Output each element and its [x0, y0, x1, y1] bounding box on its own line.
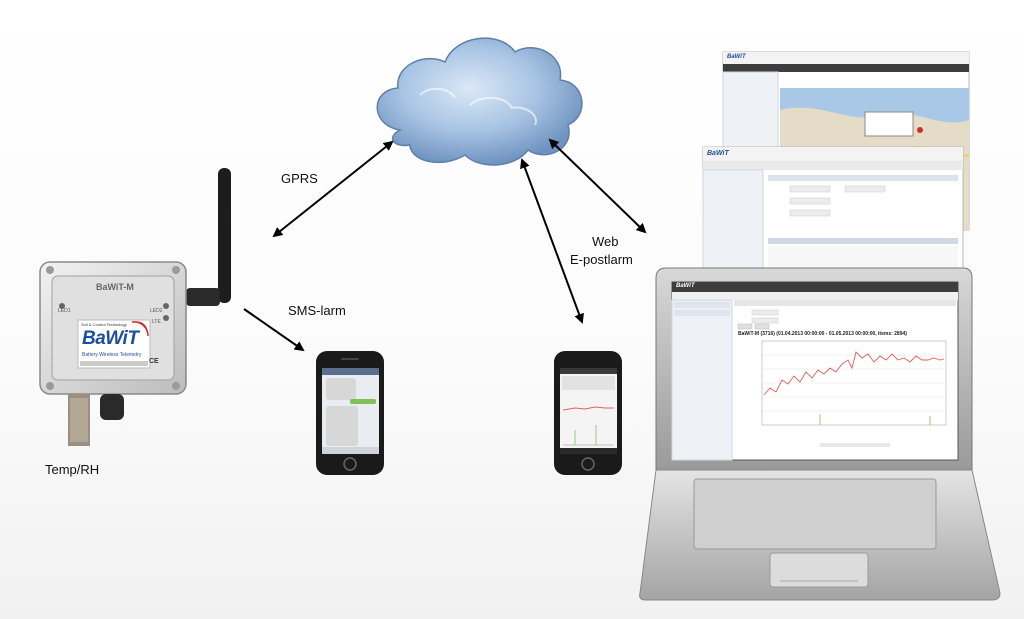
gprs-label: GPRS	[281, 171, 318, 186]
led2-label: LED2	[150, 308, 163, 314]
sms-alarm-label: SMS-larm	[288, 303, 346, 318]
web-arrow	[548, 138, 647, 234]
chart-title: BaWiT-M (3716) (01.04.2013 00:00:00 - 01…	[738, 331, 907, 337]
cloud-icon	[376, 37, 583, 166]
app-phone	[554, 351, 622, 475]
email-alarm-label: E-postlarm	[570, 252, 633, 267]
sms-phone	[316, 351, 384, 475]
tagline-label: Battery Wireless Telemetry	[82, 352, 142, 358]
lte-label: LTE	[152, 319, 161, 325]
web-label: Web	[592, 234, 619, 249]
form-screen-brand: BaWiT	[707, 150, 729, 157]
email-arrow	[520, 158, 584, 324]
laptop-screen	[671, 282, 958, 461]
temp-rh-label: Temp/RH	[45, 462, 100, 477]
device-model-label: BaWiT-M	[96, 282, 134, 292]
map-screen-brand: BaWiT	[727, 54, 746, 60]
bawit-logo: BaWiT	[82, 328, 139, 349]
form-screenshot	[702, 146, 964, 276]
company-label: Soil & Control Technology	[81, 322, 127, 327]
led1-label: LED1	[58, 308, 71, 314]
sms-arrow	[243, 308, 305, 352]
gprs-arrow	[272, 140, 394, 238]
laptop-screen-brand: BaWiT	[676, 283, 695, 289]
ce-mark: CE	[149, 358, 159, 365]
sensor-device	[39, 168, 231, 446]
